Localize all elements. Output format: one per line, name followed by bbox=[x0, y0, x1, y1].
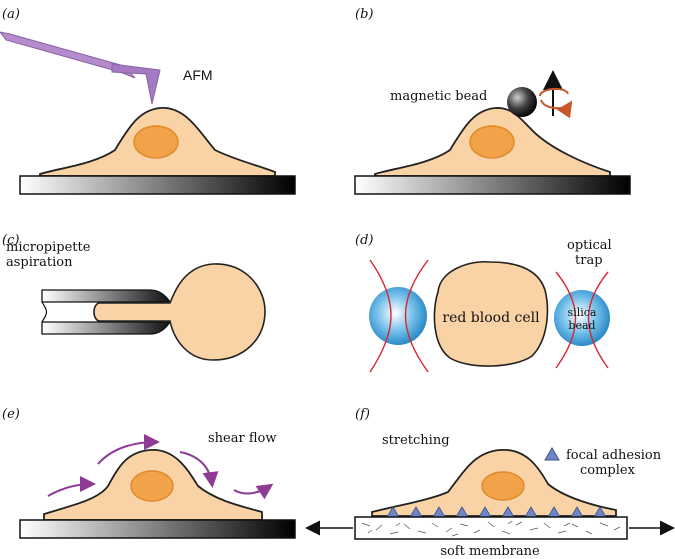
trapped-bead-left bbox=[369, 287, 427, 345]
flow-arrow-icon bbox=[179, 451, 219, 488]
afm-tip bbox=[111, 63, 161, 105]
silica-bead-label-line2: bead bbox=[568, 319, 595, 332]
panel-e: (e) shear flow bbox=[2, 407, 296, 539]
afm-label: AFM bbox=[183, 67, 213, 83]
aspirated-cell bbox=[93, 263, 266, 361]
focal-adhesion-legend-icon bbox=[544, 447, 560, 461]
flow-arrow-icon bbox=[47, 476, 96, 497]
shear-flow-label: shear flow bbox=[208, 431, 276, 446]
micropipette-lower-wall bbox=[41, 321, 172, 335]
legend-label-line1: focal adhesion bbox=[566, 448, 662, 463]
nucleus bbox=[130, 470, 174, 502]
laser-beam-left-outer bbox=[369, 259, 392, 373]
flow-arrow-icon bbox=[97, 434, 160, 465]
substrate bbox=[354, 175, 631, 195]
substrate bbox=[19, 175, 296, 195]
optical-trap-label-line2: trap bbox=[575, 253, 603, 268]
panel-d: (d) optical trap red blood cell silica b… bbox=[355, 233, 612, 373]
optical-trap-label-line1: optical bbox=[567, 238, 612, 253]
silica-bead-label-line1: silica bbox=[568, 306, 597, 319]
panel-f: (f) stretching focal adhesion complex bbox=[305, 407, 675, 559]
soft-membrane bbox=[354, 516, 628, 540]
nucleus bbox=[469, 125, 515, 159]
panel-e-label: (e) bbox=[2, 407, 20, 422]
membrane-texture bbox=[361, 520, 621, 537]
laser-beam-right-outer bbox=[587, 271, 609, 369]
torque-arrow-icon bbox=[540, 99, 573, 119]
afm-cantilever bbox=[0, 31, 136, 79]
silica-bead bbox=[554, 290, 610, 346]
legend-label-line2: complex bbox=[580, 463, 636, 478]
red-blood-cell-label: red blood cell bbox=[442, 310, 540, 326]
soft-membrane-label: soft membrane bbox=[440, 544, 540, 559]
panel-a-label: (a) bbox=[2, 7, 20, 22]
laser-beam-left-inner bbox=[404, 259, 429, 373]
red-blood-cell bbox=[433, 260, 549, 367]
torque-arrow-icon bbox=[539, 88, 569, 97]
panel-d-label: (d) bbox=[355, 233, 373, 248]
pipette-opening bbox=[41, 301, 48, 323]
panel-b-label: (b) bbox=[355, 7, 373, 22]
panel-b: (b) magnetic bead bbox=[354, 7, 631, 195]
flow-arrow-icon bbox=[233, 483, 274, 500]
panel-a: (a) AFM bbox=[0, 7, 296, 195]
panel-f-label: (f) bbox=[355, 407, 370, 422]
panel-c: (c) micropipette aspiration bbox=[2, 233, 266, 361]
magnetic-bead-label: magnetic bead bbox=[390, 89, 487, 104]
laser-beam-right-inner bbox=[555, 271, 577, 369]
nucleus bbox=[481, 471, 525, 501]
nucleus bbox=[133, 125, 179, 159]
stretching-label: stretching bbox=[382, 433, 450, 448]
micropipette-label-line1: micropipette bbox=[6, 240, 91, 255]
magnetic-bead bbox=[507, 87, 537, 117]
micropipette-label-line2: aspiration bbox=[6, 255, 73, 270]
micropipette-upper-wall bbox=[41, 289, 172, 303]
panel-c-label: (c) bbox=[2, 233, 19, 248]
substrate bbox=[19, 519, 296, 539]
